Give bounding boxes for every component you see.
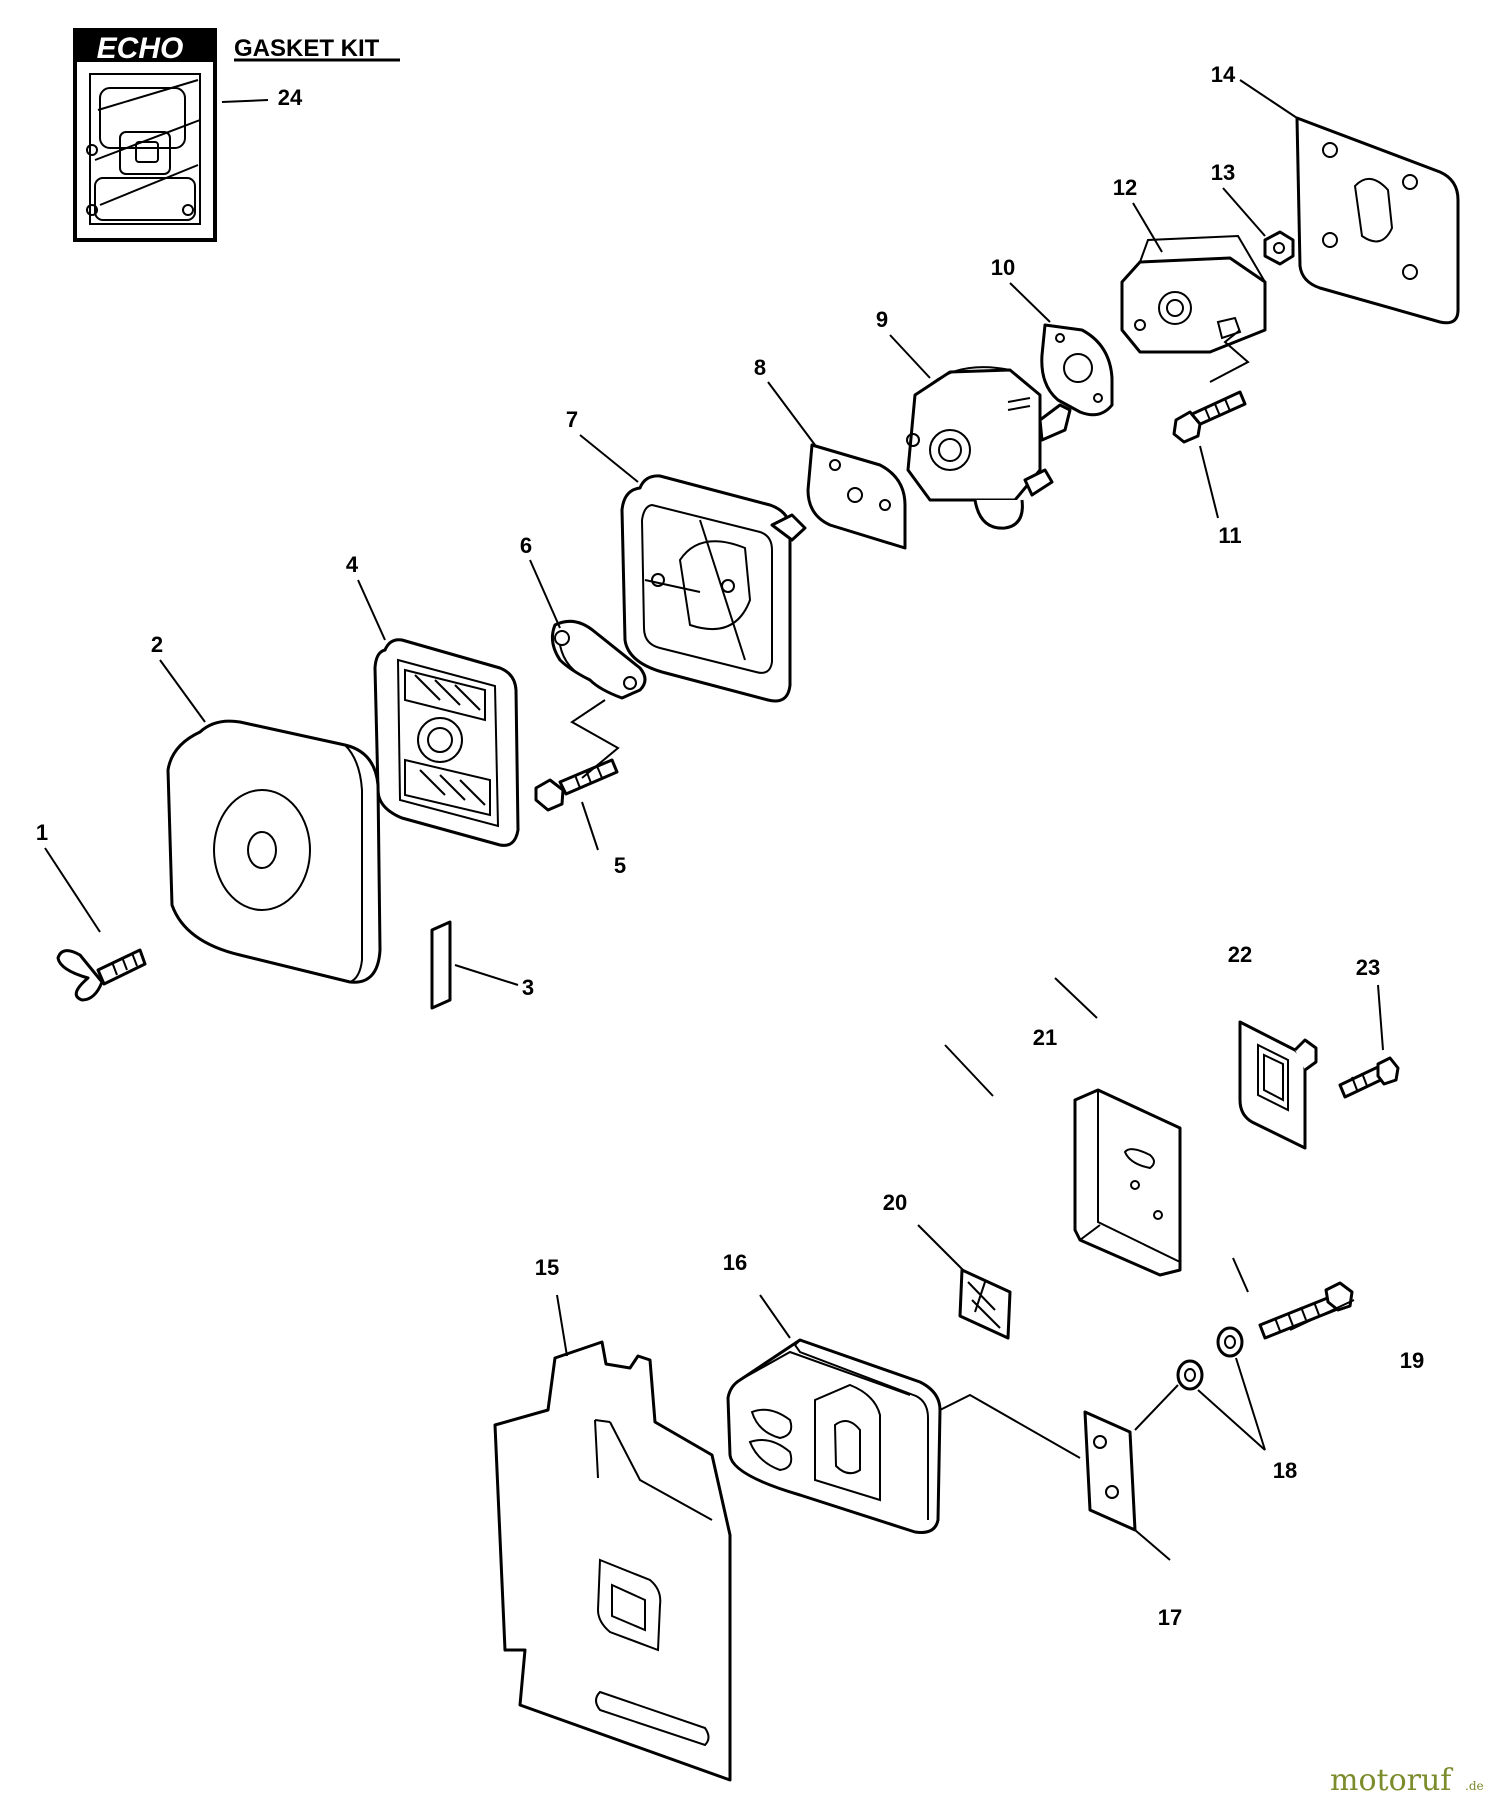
callout-5: 5 <box>614 853 626 878</box>
part-7-air-cleaner-case <box>620 474 807 703</box>
part-20-spark-arrester-screen <box>958 1268 1012 1340</box>
part-2-air-cleaner-cover <box>166 719 382 984</box>
callout-1: 1 <box>36 820 48 845</box>
callout-8: 8 <box>754 355 766 380</box>
gasket-kit-illustration <box>86 73 201 225</box>
echo-logo: ECHO <box>97 32 184 65</box>
leader-lines <box>44 79 1384 1561</box>
callout-2: 2 <box>151 632 163 657</box>
callout-4: 4 <box>346 552 359 577</box>
callout-19: 19 <box>1400 1348 1424 1373</box>
part-16-muffler <box>726 1338 942 1534</box>
part-4-air-filter <box>373 638 520 847</box>
part-11-bolt <box>1172 390 1247 444</box>
callout-3: 3 <box>522 975 534 1000</box>
part-3-label <box>430 920 452 1010</box>
callout-6: 6 <box>520 533 532 558</box>
callout-24: 24 <box>278 85 303 110</box>
part-8-gasket <box>806 443 907 550</box>
part-5-bolt <box>534 758 619 812</box>
part-19-bolt <box>1258 1281 1354 1340</box>
part-6-guide-plate <box>550 619 647 700</box>
callout-13: 13 <box>1211 160 1235 185</box>
part-1-wing-bolt <box>56 948 147 1002</box>
callout-18: 18 <box>1273 1458 1297 1483</box>
gasket-kit-title: GASKET KIT <box>234 35 380 62</box>
callout-12: 12 <box>1113 175 1137 200</box>
callout-17: 17 <box>1158 1605 1182 1630</box>
callout-21: 21 <box>1033 1025 1057 1050</box>
part-10-carburetor-gasket <box>1040 323 1114 417</box>
callout-16: 16 <box>723 1250 747 1275</box>
part-15-heat-shield <box>493 1340 732 1782</box>
part-13-nut <box>1263 230 1295 266</box>
callout-9: 9 <box>876 307 888 332</box>
watermark-name: motoruf <box>1330 1763 1453 1798</box>
callout-numbers: 1 2 3 4 5 6 7 8 9 10 11 12 13 14 15 16 1… <box>36 62 1424 1630</box>
part-12-carburetor-insulator <box>1120 234 1267 354</box>
callout-20: 20 <box>883 1190 907 1215</box>
callout-10: 10 <box>991 255 1015 280</box>
watermark: motoruf .de <box>1330 1763 1484 1798</box>
part-9-carburetor <box>906 366 1072 530</box>
watermark-suffix: .de <box>1465 1779 1484 1793</box>
part-17-plate <box>1083 1410 1137 1532</box>
callout-23: 23 <box>1356 955 1380 980</box>
callout-11: 11 <box>1218 523 1241 548</box>
callout-15: 15 <box>535 1255 559 1280</box>
part-22-muffler-gasket <box>1238 1020 1318 1150</box>
callout-7: 7 <box>566 407 578 432</box>
part-14-insulator-gasket <box>1295 116 1460 325</box>
part-18-washers <box>1176 1326 1244 1391</box>
callout-14: 14 <box>1211 62 1236 87</box>
callout-22: 22 <box>1228 942 1252 967</box>
part-21-muffler-cover <box>1073 1088 1182 1277</box>
gasket-kit-box: ECHO <box>73 28 217 242</box>
part-23-bolt <box>1338 1056 1400 1099</box>
